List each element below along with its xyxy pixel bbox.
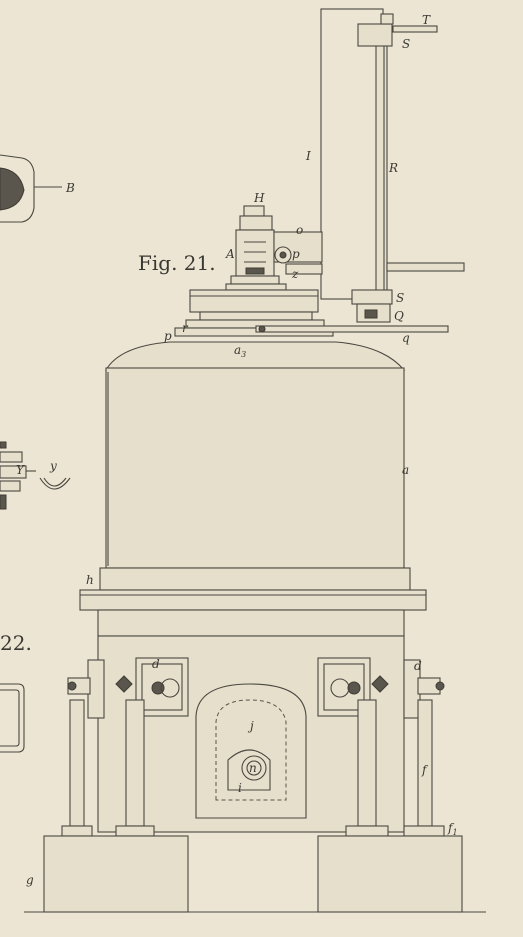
label-T: T (422, 13, 431, 27)
label-o: o (296, 223, 303, 237)
housing-d-left (115, 657, 189, 717)
rod-R (351, 13, 465, 323)
label-R: R (388, 161, 398, 175)
label-a: a (402, 463, 409, 477)
label-q: q (402, 331, 410, 345)
label-h: h (86, 573, 94, 587)
label-r: r (182, 321, 189, 335)
label-fig22: 22. (0, 631, 32, 655)
platform (174, 289, 449, 337)
label-S-top: S (402, 37, 410, 51)
label-z: z (291, 267, 299, 281)
side-bearings (67, 659, 445, 719)
label-f: f (421, 763, 429, 777)
label-g: g (26, 873, 34, 887)
label-y: y (49, 459, 57, 473)
label-a3: a3 (234, 343, 246, 359)
label-H: H (253, 191, 265, 205)
label-S-bottom: S (396, 291, 404, 305)
left-fragment-22 (0, 683, 25, 753)
figure-title: Fig. 21. (138, 251, 216, 275)
label-Q: Q (394, 309, 404, 323)
label-Y: Y (16, 463, 25, 477)
label-B: B (65, 181, 75, 195)
left-fragment-Y (0, 441, 71, 510)
label-p: p (292, 247, 300, 261)
left-fragment-B (0, 154, 62, 223)
label-f1: f1 (447, 821, 458, 837)
door-j (195, 683, 307, 819)
head-assembly (225, 205, 323, 291)
label-d-right: d (414, 659, 422, 673)
label-d-left: d (152, 657, 160, 671)
label-A: A (225, 247, 235, 261)
label-n: n (249, 761, 257, 775)
label-p-lower: p (164, 329, 172, 343)
foundations-g (24, 835, 486, 913)
label-I: I (305, 149, 311, 163)
label-j: j (247, 719, 254, 733)
label-i: i (238, 781, 242, 795)
column-I (320, 8, 384, 300)
